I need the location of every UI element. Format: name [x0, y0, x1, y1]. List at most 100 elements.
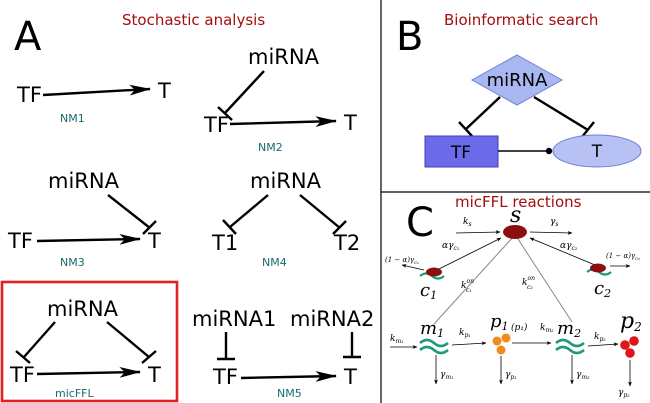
- nm4-t2: T2: [333, 231, 360, 255]
- panel-b-letter: B: [396, 14, 423, 60]
- nm4-t1: T1: [211, 231, 238, 255]
- motif-nm4: miRNA T1 T2 NM4: [211, 169, 360, 269]
- nm3-tf: TF: [7, 229, 33, 253]
- c1-label: c1: [420, 280, 437, 302]
- micffl-right-repression-edge: [106, 321, 150, 358]
- p2-label: p2: [620, 309, 642, 334]
- kp1-arrow: [451, 341, 487, 346]
- m1-mrna-lower: [419, 345, 449, 355]
- nm3-t: T: [147, 229, 161, 253]
- nm4-right-repression-bar: [332, 220, 347, 235]
- panel-b-mirna-diamond: [470, 54, 564, 106]
- nm1-caption: NM1: [60, 112, 85, 125]
- p2-protein-dot-3: [625, 348, 635, 358]
- gamma-m1-label: γm₁: [440, 370, 454, 381]
- gamma-s-label: γs: [550, 217, 558, 228]
- nm4-left-repression-bar: [222, 219, 237, 235]
- line-s-to-m2: [515, 235, 573, 323]
- nm1-activation-arrow: [42, 84, 152, 97]
- micffl-left-repression-bar: [15, 350, 31, 364]
- nm1-t: T: [157, 79, 171, 103]
- micffl-tf: TF: [9, 363, 35, 387]
- gamma-p2-label: γp₂: [618, 388, 630, 399]
- motif-nm2: miRNA TF T NM2: [203, 45, 357, 154]
- motif-micffl: miRNA TF T micFFL: [0, 280, 179, 403]
- s-node: [503, 225, 527, 239]
- nm2-t: T: [343, 111, 357, 135]
- panel-b-right-repression-edge: [533, 95, 589, 132]
- nm2-mirna: miRNA: [248, 45, 320, 69]
- nm3-caption: NM3: [60, 256, 85, 269]
- p1-protein-dot-1: [492, 336, 502, 346]
- alpha-gamma-c1-label: αγc₁: [442, 241, 459, 252]
- m1-mrna-upper: [419, 338, 449, 348]
- panel-b-tf-label: TF: [450, 143, 471, 163]
- p2-protein-dot-2: [629, 336, 639, 346]
- nm5-mirna1: miRNA1: [192, 307, 276, 331]
- nm4-mirna: miRNA: [250, 169, 322, 193]
- nm2-caption: NM2: [258, 141, 283, 154]
- panel-a: A Stochastic analysis TF T NM1 miRNA TF …: [0, 11, 374, 403]
- panel-c: C micFFL reactions s ks γs αγc₁ αγc₂ c1 …: [385, 193, 642, 399]
- s-label: s: [510, 203, 521, 228]
- c2-complex-node: [590, 263, 606, 273]
- nm5-tf: TF: [212, 365, 238, 389]
- c1-decay-arrow: [401, 264, 425, 271]
- panel-b-right-repression-bar: [581, 121, 595, 138]
- panel-b-title: Bioinformatic search: [444, 11, 598, 29]
- c2-label: c2: [594, 278, 611, 300]
- p1-protein-dot-3: [496, 345, 506, 355]
- c1-complex-node: [426, 267, 442, 277]
- motif-nm3: miRNA TF T NM3: [7, 169, 161, 269]
- km1-label: km₁: [390, 334, 404, 345]
- ks-arrow: [455, 230, 501, 235]
- motif-nm5: miRNA1 miRNA2 TF T NM5: [192, 307, 374, 400]
- micffl-caption: micFFL: [55, 387, 94, 400]
- m1-label: m1: [420, 318, 444, 340]
- nm3-repression-bar: [142, 220, 157, 235]
- panel-b-mirna-label: miRNA: [487, 70, 549, 91]
- c2-decay-label: (1 − α)γc₂: [606, 252, 640, 262]
- panel-c-letter: C: [406, 200, 434, 246]
- motif-nm1: TF T NM1: [16, 79, 171, 125]
- alpha-gamma-c2-label: αγc₂: [560, 241, 578, 252]
- panel-a-title: Stochastic analysis: [122, 11, 265, 29]
- nm2-repression-edge: [224, 70, 265, 114]
- nm5-caption: NM5: [277, 387, 302, 400]
- nm3-mirna: miRNA: [48, 169, 120, 193]
- micffl-right-repression-bar: [141, 350, 157, 364]
- panel-b-t-label: T: [591, 142, 603, 162]
- nm2-activation-arrow: [229, 116, 338, 127]
- km2-rate-label: km₂: [540, 323, 554, 334]
- panel-b-left-repression-edge: [465, 96, 501, 130]
- m2-label: m2: [557, 318, 581, 340]
- c1-decay-label: (1 − α)γc₁: [385, 256, 419, 266]
- ks-label: ks: [463, 217, 472, 228]
- nm5-mirna2: miRNA2: [290, 307, 374, 331]
- panel-b-t-ellipse: [552, 134, 642, 168]
- kp1-label: kp₁: [459, 328, 471, 339]
- p1-protein-dot-2: [501, 333, 511, 343]
- nm2-repression-bar: [217, 106, 233, 121]
- panel-b: B Bioinformatic search miRNA TF T: [396, 11, 642, 168]
- panel-b-left-repression-bar: [458, 121, 473, 137]
- nm5-t: T: [343, 365, 357, 389]
- gamma-m2-label: γm₂: [576, 370, 590, 381]
- gamma-s-arrow: [529, 230, 573, 235]
- panel-a-letter: A: [14, 14, 42, 60]
- nm2-tf: TF: [203, 113, 229, 137]
- alpha-gamma-c2-arrow: [529, 237, 596, 266]
- nm1-tf: TF: [16, 83, 42, 107]
- micffl-left-repression-edge: [23, 321, 56, 358]
- micffl-activation-arrow: [36, 366, 142, 378]
- km2-label: (p₁): [511, 322, 528, 333]
- panel-c-title: micFFL reactions: [455, 193, 582, 211]
- p2-protein-dot-1: [620, 340, 630, 350]
- m2-mrna-lower: [555, 345, 585, 355]
- nm5-activation-arrow: [240, 371, 338, 382]
- nm4-left-repression-edge: [229, 194, 269, 228]
